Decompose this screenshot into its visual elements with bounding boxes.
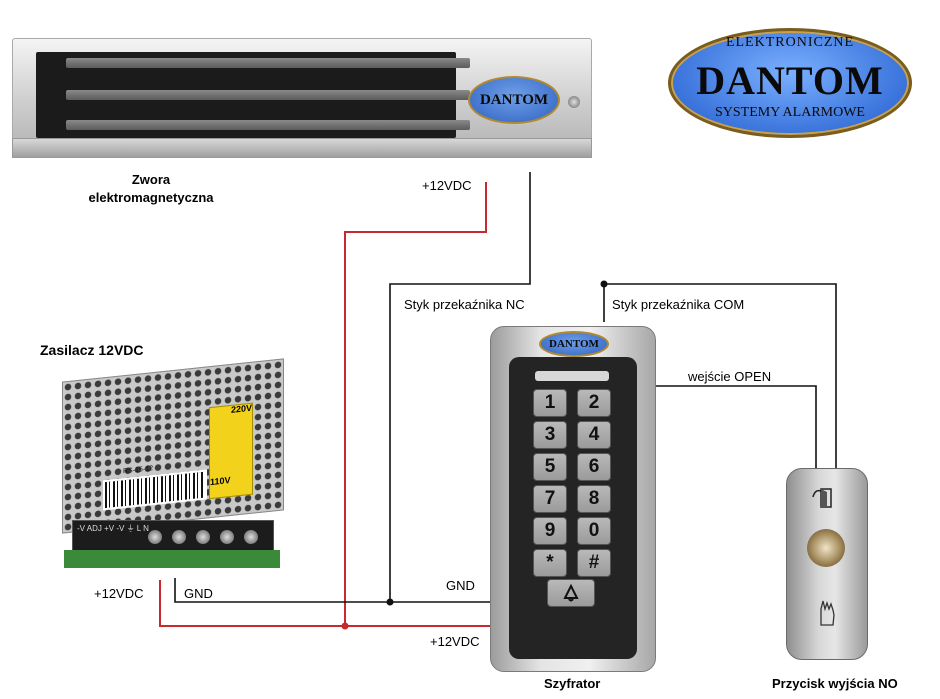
maglock-bottom (12, 138, 592, 158)
black-junction-gnd (386, 598, 394, 606)
black-wire-maglock-nc (389, 172, 531, 602)
electromagnetic-lock: DANTOM (12, 38, 592, 158)
exit-button-label: Przycisk wyjścia NO (772, 676, 898, 691)
logo-bottom-text: SYSTEMY ALARMOWE (715, 105, 865, 120)
red-junction (341, 622, 349, 630)
maglock-label-line1: Zwora (131, 172, 171, 187)
maglock-logo: DANTOM (468, 76, 560, 124)
wire-label-keypad-gnd: GND (446, 578, 475, 593)
psu-terminal-screw (172, 530, 186, 544)
exit-button-device (786, 468, 868, 660)
maglock-bar (66, 90, 470, 100)
red-wire-psu (159, 580, 515, 627)
exit-push-button[interactable] (807, 529, 845, 567)
wire-label-open: wejście OPEN (688, 369, 772, 384)
psu-warning-label: 220V 110V (209, 402, 253, 500)
psu-voltage-110: 110V (210, 474, 231, 488)
wire-label-relay-com: Styk przekaźnika COM (612, 297, 745, 312)
keypad-led-window (535, 371, 609, 381)
psu-terminal-screw (244, 530, 258, 544)
bell-icon (563, 583, 579, 602)
psu-model: RS-15-12 (123, 465, 153, 476)
wire-label-relay-nc: Styk przekaźnika NC (404, 297, 525, 312)
logo-main-text: DANTOM (696, 58, 884, 103)
maglock-screw (568, 96, 580, 108)
black-wire-open (648, 385, 817, 472)
keypad-logo: DANTOM (539, 331, 609, 357)
key-3[interactable]: 3 (533, 421, 567, 449)
psu-voltage-220: 220V (230, 402, 252, 415)
key-7[interactable]: 7 (533, 485, 567, 513)
door-exit-icon (812, 488, 832, 508)
black-wire-com (603, 283, 837, 472)
key-6[interactable]: 6 (577, 453, 611, 481)
psu-pcb (64, 550, 280, 568)
key-5[interactable]: 5 (533, 453, 567, 481)
wire-label-maglock-plus: +12VDC (422, 178, 472, 193)
key-4[interactable]: 4 (577, 421, 611, 449)
red-wire-maglock (344, 182, 487, 626)
maglock-label: Zwora elektromagnetyczna (66, 172, 236, 205)
maglock-label-line2: elektromagnetyczna (88, 190, 214, 205)
psu-terminal-screw (148, 530, 162, 544)
key-2[interactable]: 2 (577, 389, 611, 417)
keypad-panel (509, 357, 637, 659)
hand-icon (820, 600, 835, 626)
maglock-logo-text: DANTOM (479, 91, 549, 108)
psu-case: 220V 110V RS-15-12 (62, 358, 284, 534)
wire-label-psu-gnd: GND (184, 586, 213, 601)
keypad-logo-text: DANTOM (549, 338, 599, 350)
psu-label: Zasilacz 12VDC (40, 342, 144, 358)
keypad-label: Szyfrator (544, 676, 601, 691)
key-star[interactable]: * (533, 549, 567, 577)
logo-top-text: ELEKTRONICZNE (725, 35, 855, 50)
key-bell[interactable] (547, 579, 595, 607)
maglock-bar (66, 120, 470, 130)
black-junction-com (600, 280, 608, 288)
key-1[interactable]: 1 (533, 389, 567, 417)
psu-terminal-screw (196, 530, 210, 544)
psu-terminal-screw (220, 530, 234, 544)
key-0[interactable]: 0 (577, 517, 611, 545)
code-keypad: DANTOM 1 2 3 4 5 6 7 8 9 0 * # (490, 326, 656, 672)
wire-label-keypad-plus: +12VDC (430, 634, 480, 649)
maglock-bar (66, 58, 470, 68)
black-wire-gnd (174, 578, 515, 603)
key-9[interactable]: 9 (533, 517, 567, 545)
key-hash[interactable]: # (577, 549, 611, 577)
wire-label-psu-plus: +12VDC (94, 586, 144, 601)
dantom-logo: ELEKTRONICZNE DANTOM SYSTEMY ALARMOWE (668, 28, 912, 138)
psu-terminal-labels: -V ADJ +V -V ⏚ L N (77, 524, 149, 533)
key-8[interactable]: 8 (577, 485, 611, 513)
psu-barcode (103, 469, 207, 511)
power-supply: 220V 110V RS-15-12 -V ADJ +V -V ⏚ L N (62, 358, 284, 570)
maglock-face (36, 52, 470, 138)
